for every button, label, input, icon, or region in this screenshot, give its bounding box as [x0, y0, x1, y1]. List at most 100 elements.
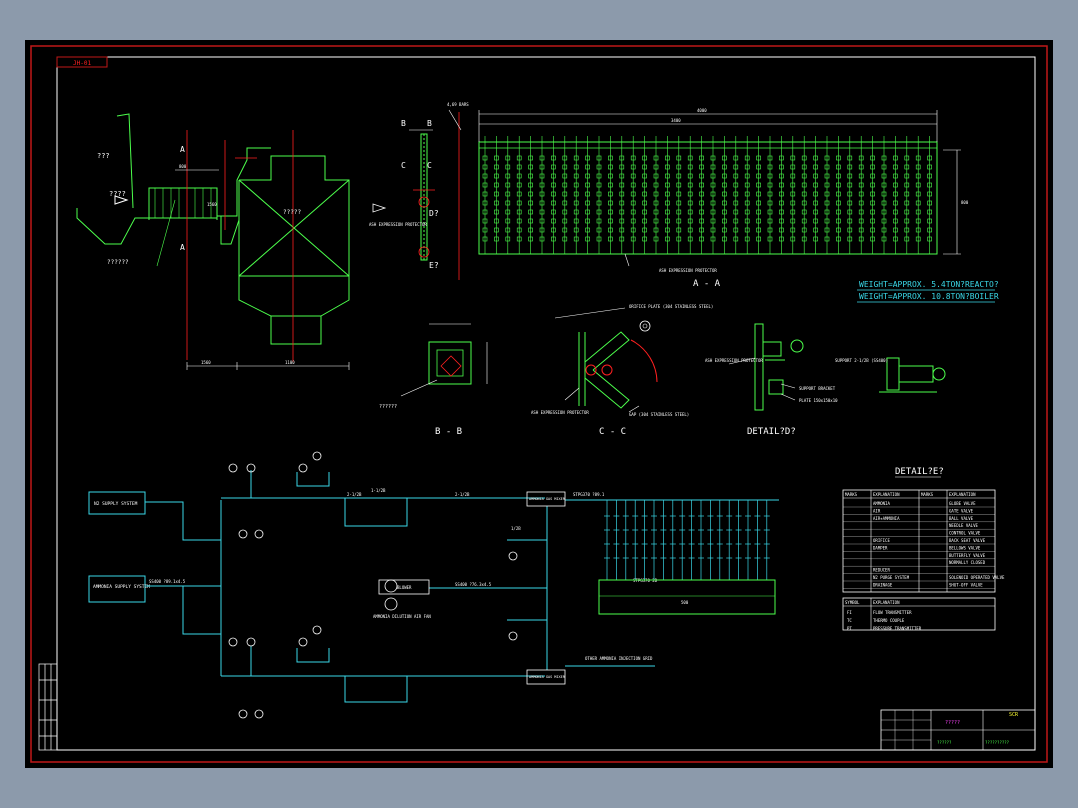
grid-nozzle	[528, 209, 533, 215]
grid-nozzle	[619, 218, 625, 224]
dim-1: 1560	[201, 360, 211, 365]
grid-nozzle	[528, 236, 533, 242]
title-company: ??????????	[985, 740, 1010, 745]
grid-nozzle	[665, 173, 670, 179]
grid-nozzle	[573, 236, 579, 242]
grid-nozzle	[836, 227, 841, 233]
grid-nozzle	[585, 173, 590, 179]
grid-nozzle	[824, 182, 830, 188]
grid-nozzle	[653, 155, 659, 161]
grid-nozzle	[585, 236, 590, 242]
grid-nozzle	[676, 236, 682, 242]
grid-nozzle	[813, 236, 818, 242]
grid-nozzle	[482, 191, 488, 197]
grid-nozzle	[744, 173, 750, 179]
grid-nozzle	[551, 191, 556, 197]
grid-nozzle	[516, 236, 522, 242]
grid-nozzle	[915, 164, 921, 170]
legend-right: NORMALLY CLOSED	[949, 560, 986, 565]
d-note-2: SUPPORT BRACKET	[799, 386, 836, 391]
grid-nozzle	[494, 191, 499, 197]
grid-nozzle	[824, 227, 830, 233]
grid-nozzle	[653, 236, 659, 242]
dim-2: 1100	[285, 360, 295, 365]
grid-nozzle	[836, 209, 841, 215]
grid-nozzle	[687, 227, 693, 233]
grid-nozzle	[619, 209, 625, 215]
grid-nozzle	[516, 182, 522, 188]
grid-nozzle	[710, 218, 716, 224]
dilution-fan-label: AMMONIA DILUTION AIR FAN	[373, 614, 431, 619]
grid-nozzle	[847, 236, 853, 242]
detail-d: ASH EXPRESSION PROTECTOR SUPPORT BRACKET…	[705, 323, 838, 437]
grid-nozzle	[870, 155, 875, 161]
drawing-sheet: JH-01	[25, 40, 1053, 768]
grid-nozzle	[551, 200, 556, 206]
aa-grid-view: 4000 3400 800 ASH EXPRESSION PROTECTOR A…	[478, 108, 969, 289]
weight-reactor: WEIGHT=APPROX. 5.4TON?REACTO?	[859, 280, 999, 289]
grid-nozzle	[551, 209, 556, 215]
legend-right: BUTTERFLY VALVE	[949, 553, 986, 558]
grid-nozzle	[927, 236, 932, 242]
grid-nozzle	[893, 227, 898, 233]
e-note: SUPPORT 2-1/2B (SS400)	[835, 358, 888, 363]
grid-nozzle	[562, 236, 568, 242]
grid-nozzle	[699, 218, 704, 224]
grid-nozzle	[813, 173, 818, 179]
grid-nozzle	[847, 218, 853, 224]
grid-nozzle	[608, 236, 613, 242]
grid-nozzle	[836, 218, 841, 224]
legend-table: MARKS EXPLANATION MARKS EXPLANATION AMMO…	[842, 489, 1005, 631]
grid-nozzle	[756, 164, 761, 170]
grid-nozzle	[505, 218, 511, 224]
grid-nozzle	[573, 209, 579, 215]
grid-nozzle	[858, 182, 864, 188]
grid-nozzle	[756, 218, 761, 224]
grid-nozzle	[665, 209, 670, 215]
pipe-2: 1-1/2B	[371, 488, 386, 493]
grid-nozzle	[779, 218, 784, 224]
grid-nozzle	[915, 155, 921, 161]
grid-nozzle	[927, 182, 932, 188]
grid-nozzle	[790, 164, 796, 170]
grid-nozzle	[756, 227, 761, 233]
e-title: DETAIL?E?	[895, 467, 944, 477]
grid-nozzle	[904, 182, 910, 188]
detail-e: SUPPORT 2-1/2B (SS400) DETAIL?E?	[835, 357, 946, 478]
grid-nozzle	[699, 173, 704, 179]
ammonia-supply-label: AMMONIA SUPPLY SYSTEM	[93, 584, 150, 590]
grid-nozzle	[699, 236, 704, 242]
grid-nozzle	[539, 173, 545, 179]
grid-nozzle	[505, 227, 511, 233]
grid-nozzle	[779, 200, 784, 206]
grid-nozzle	[744, 200, 750, 206]
legend-left: AIR	[873, 508, 881, 513]
grid-nozzle	[528, 191, 533, 197]
top-dim: 4,69 BARS	[447, 102, 469, 107]
grid-nozzle	[733, 164, 739, 170]
grid-nozzle	[539, 200, 545, 206]
grid-nozzle	[562, 155, 568, 161]
symbol-code: FI	[847, 610, 852, 615]
grid-nozzle	[870, 227, 875, 233]
grid-nozzle	[813, 182, 818, 188]
grid-nozzle	[687, 173, 693, 179]
grid-nozzle	[494, 209, 499, 215]
grid-nozzle	[733, 236, 739, 242]
grid-nozzle	[676, 164, 682, 170]
grid-nozzle	[836, 182, 841, 188]
grid-nozzle	[482, 209, 488, 215]
legend-left: REDUCER	[873, 568, 890, 573]
grid-nozzle	[642, 236, 647, 242]
grid-nozzle	[847, 173, 853, 179]
grid-nozzle	[847, 209, 853, 215]
grid-nozzle	[596, 155, 602, 161]
grid-nozzle	[573, 155, 579, 161]
cad-drawing: JH-01	[30, 45, 1048, 763]
grid-nozzle	[733, 209, 739, 215]
grid-nozzle	[927, 164, 932, 170]
grid-nozzle	[562, 173, 568, 179]
grid-nozzle	[767, 182, 773, 188]
grid-nozzle	[665, 227, 670, 233]
aa-note: ASH EXPRESSION PROTECTOR	[659, 268, 717, 273]
